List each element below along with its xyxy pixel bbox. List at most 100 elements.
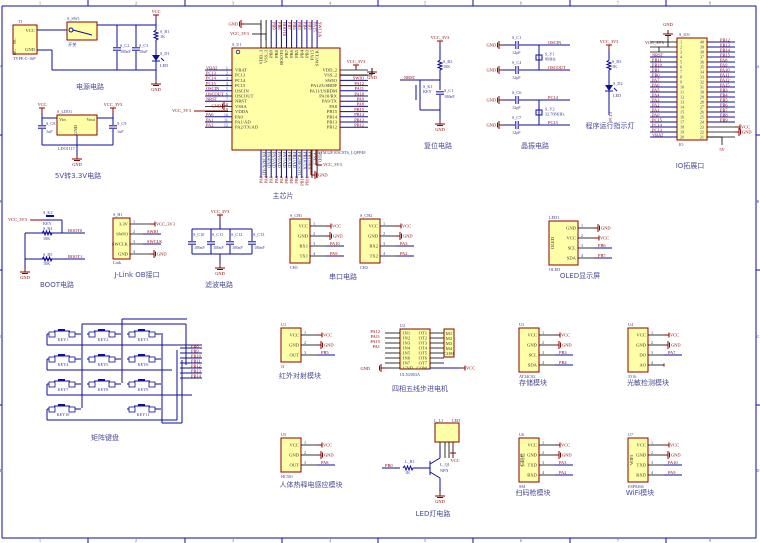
part-name: LDO1117: [58, 146, 75, 151]
pin-label: IN4: [403, 346, 411, 351]
mcu-pin-label: PA4/AD: [267, 152, 272, 168]
power-label: VCC_3V3: [347, 59, 367, 64]
pin-number: 7: [226, 97, 228, 102]
key-label: KEY7: [58, 387, 69, 392]
pin-number: 2: [383, 231, 385, 236]
uln2003-body: [399, 328, 431, 370]
key-contact: [128, 356, 136, 363]
pin-number: 13: [680, 100, 684, 105]
power-symbol: VCC: [555, 442, 570, 448]
net-label: PA1: [652, 108, 659, 113]
designator: S_R4: [43, 226, 53, 231]
net-label: PC13: [206, 71, 217, 76]
pin-number: 12: [680, 95, 684, 100]
ground-symbol: GND: [72, 155, 82, 167]
pin-number: 9: [226, 107, 228, 112]
pin-label: TX1: [300, 254, 309, 259]
column-number: 4: [329, 538, 331, 543]
pin-label: AO: [639, 363, 646, 368]
designator: U2: [400, 323, 405, 328]
value: 12pF: [512, 105, 521, 110]
capacitor-symbol: [515, 121, 519, 129]
ground-symbol: GND: [664, 341, 681, 349]
pin-number: 22: [700, 130, 704, 135]
ground-symbol: GND: [435, 120, 445, 132]
capacitor-symbol: [207, 241, 215, 245]
part-name: CH1: [290, 265, 298, 270]
power-label: VCC: [561, 333, 570, 338]
pin-label: OT3: [419, 341, 428, 346]
pin-label: VCC: [637, 443, 646, 448]
pin-number: 14: [680, 105, 685, 110]
mcu-pin-label: PB4: [299, 49, 304, 58]
part-name: Link: [113, 260, 122, 265]
pin1-marker: [235, 49, 241, 55]
key-contact: [148, 356, 156, 363]
value: KEY: [423, 89, 432, 94]
key-plunger: [98, 329, 105, 331]
key-plunger: [138, 329, 145, 331]
ground-label: GND: [333, 234, 343, 239]
keypad-key: KEY11: [127, 404, 161, 417]
resistor-zigzag: [402, 464, 414, 472]
power-label: VCC: [323, 443, 332, 448]
power-label: VCC_3V3: [172, 108, 192, 113]
resistor-symbol: [436, 59, 444, 71]
resistor-zigzag: [436, 59, 444, 71]
ground-symbol: GND: [311, 171, 328, 179]
mcu-pin-label: VDD_1: [318, 152, 323, 167]
key-contact: [48, 356, 56, 363]
mcu-pin-label: PB0/AD: [287, 152, 292, 169]
net-label: PB2: [294, 176, 299, 184]
power-label: VCC: [466, 366, 475, 371]
designator: L_Q1: [440, 462, 450, 467]
pin-number: 34: [700, 70, 705, 75]
pin-number: 1: [651, 440, 653, 445]
pin-label: NC: [12, 38, 17, 44]
pin-label: GND: [636, 453, 647, 458]
net-label: PA11: [355, 86, 364, 91]
mcu-pin-label: PB6: [289, 49, 294, 58]
pin-number: 20: [680, 135, 684, 140]
pin-number: 35: [700, 65, 704, 70]
pin-label: GND: [403, 366, 414, 371]
mcu-pin-label: PB5: [294, 49, 299, 58]
net-label: SWIO: [147, 229, 158, 234]
designator: S_R2: [443, 59, 452, 64]
capacitor-symbol: [109, 125, 117, 129]
pin-number: 1: [680, 40, 682, 45]
mcu-pin-label: PA6/AD: [277, 152, 282, 168]
part-name: 开关: [68, 41, 76, 48]
designator: S_R5: [43, 252, 52, 257]
net-label: PB1: [289, 176, 294, 184]
ground-symbol: GND: [735, 128, 752, 136]
column-number: 6: [520, 538, 522, 543]
net-label: PA0: [652, 113, 660, 118]
key-contact: [48, 381, 56, 388]
designator: S_R1: [160, 29, 169, 34]
net-label: PA11: [720, 73, 729, 78]
column-number: 6: [520, 1, 522, 6]
key-label: KEY9: [138, 387, 149, 392]
pin-label: VCC: [290, 333, 299, 338]
net-label: OSCIN: [206, 86, 220, 91]
pin-number: 1: [542, 440, 544, 445]
net-label: PB0: [385, 463, 393, 468]
value: LED: [160, 63, 168, 68]
power-symbol: VCC: [37, 102, 47, 113]
pin-number: 2: [304, 450, 306, 455]
key-contact: [148, 381, 156, 388]
key-contact: [108, 331, 116, 338]
pin-number: 9: [680, 80, 682, 85]
pin-number: 32: [700, 80, 704, 85]
column-number: 8: [709, 1, 711, 6]
power-label: VCC_3V3: [230, 31, 250, 36]
designator: T1: [18, 19, 23, 24]
pin-label: Vout: [86, 117, 95, 122]
part-name: AT24C02: [519, 374, 535, 379]
crystal-symbol: [535, 109, 543, 116]
pin-number: 3: [542, 460, 544, 465]
pin-number: 40: [700, 40, 704, 45]
